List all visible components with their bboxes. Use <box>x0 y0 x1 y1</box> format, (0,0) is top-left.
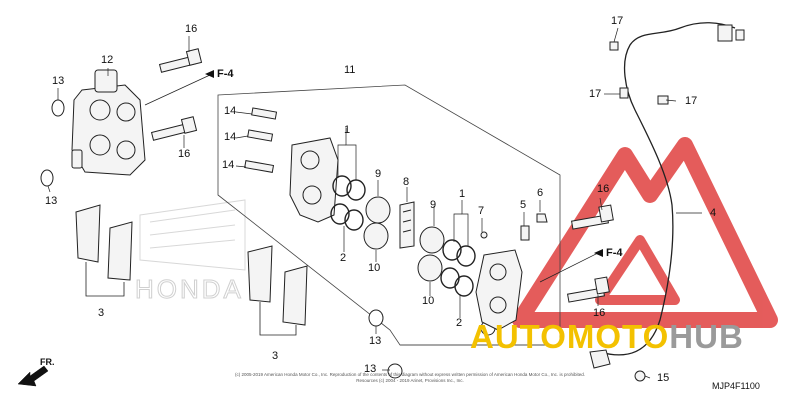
callout-1a: 1 <box>344 124 351 136</box>
bolt-16-top <box>158 48 203 73</box>
svg-text:HONDA: HONDA <box>135 274 244 304</box>
callout-14c: 14 <box>222 159 235 171</box>
callout-13d: 13 <box>364 363 377 375</box>
callout-6: 6 <box>537 187 544 199</box>
callout-13a: 13 <box>52 75 65 87</box>
callout-3a: 3 <box>98 307 105 319</box>
front-direction-arrow-icon <box>17 365 49 387</box>
callout-15: 15 <box>657 372 670 384</box>
callout-12: 12 <box>101 54 114 66</box>
callout-2a: 2 <box>340 252 347 264</box>
callout-9b: 9 <box>430 199 437 211</box>
wheel-speed-sensor-head <box>589 349 611 369</box>
callout-17a: 17 <box>611 15 624 27</box>
callout-9a: 9 <box>375 168 382 180</box>
callout-5: 5 <box>520 199 527 211</box>
callout-4: 4 <box>710 207 717 219</box>
ref-arrow-icon-right <box>594 249 603 257</box>
honda-watermark-logo: HONDA <box>135 199 246 305</box>
automotohub-watermark: AUTOMOTOHUB <box>470 318 744 356</box>
callout-14b: 14 <box>224 131 237 143</box>
watermark-part-1: AUTOMOTO <box>470 318 670 355</box>
ref-arrow-icon-top <box>205 70 214 78</box>
piston-left <box>363 196 391 250</box>
sensor-wire-4 <box>599 22 736 356</box>
callout-10b: 10 <box>422 295 435 307</box>
seal-rings-left <box>330 175 366 231</box>
callout-10a: 10 <box>368 262 381 274</box>
watermark-part-2: HUB <box>669 318 744 355</box>
callout-7: 7 <box>478 205 485 217</box>
callout-1b: 1 <box>459 188 466 200</box>
callout-13b: 13 <box>45 195 58 207</box>
bolt-15 <box>634 370 646 382</box>
brake-pad-3-lower <box>247 245 308 326</box>
bolt-14 <box>244 107 278 173</box>
piston-right <box>417 226 445 282</box>
caliper-half-right <box>475 249 523 331</box>
copyright-notice: (c) 2005-2019 American Honda Motor Co., … <box>235 372 585 383</box>
callout-3b: 3 <box>272 350 279 362</box>
wire-clips-17 <box>609 41 669 105</box>
caliper-body-12 <box>71 69 146 176</box>
brake-pad-3-upper <box>75 204 133 281</box>
callout-13c: 13 <box>369 335 382 347</box>
bolt-16-right <box>566 204 614 303</box>
callout-14a: 14 <box>224 105 237 117</box>
callout-2b: 2 <box>456 317 463 329</box>
diagram-code: MJP4F1100 <box>712 381 760 391</box>
callout-11: 11 <box>344 64 356 76</box>
callout-16a: 16 <box>185 23 198 35</box>
pad-spring-8 <box>399 201 415 249</box>
sensor-connector <box>717 24 745 42</box>
callout-17b: 17 <box>589 88 602 100</box>
callout-16b: 16 <box>178 148 191 160</box>
reference-label-top: F-4 <box>217 68 234 80</box>
caliper-half-left <box>289 137 339 223</box>
leader-lines <box>47 27 702 379</box>
bleeder-parts <box>480 213 548 241</box>
callout-8: 8 <box>403 176 410 188</box>
seal-rings-right <box>440 239 476 297</box>
callout-16d: 16 <box>593 307 606 319</box>
front-direction-label: FR. <box>40 357 55 367</box>
automotohub-logo-triangle <box>512 137 778 328</box>
callout-17c: 17 <box>685 95 698 107</box>
bolt-16-mid <box>150 116 198 141</box>
reference-label-right: F-4 <box>606 247 623 259</box>
callout-3a-bracket <box>85 262 125 297</box>
callout-3b-bracket <box>259 302 297 336</box>
callout-16c: 16 <box>597 183 610 195</box>
